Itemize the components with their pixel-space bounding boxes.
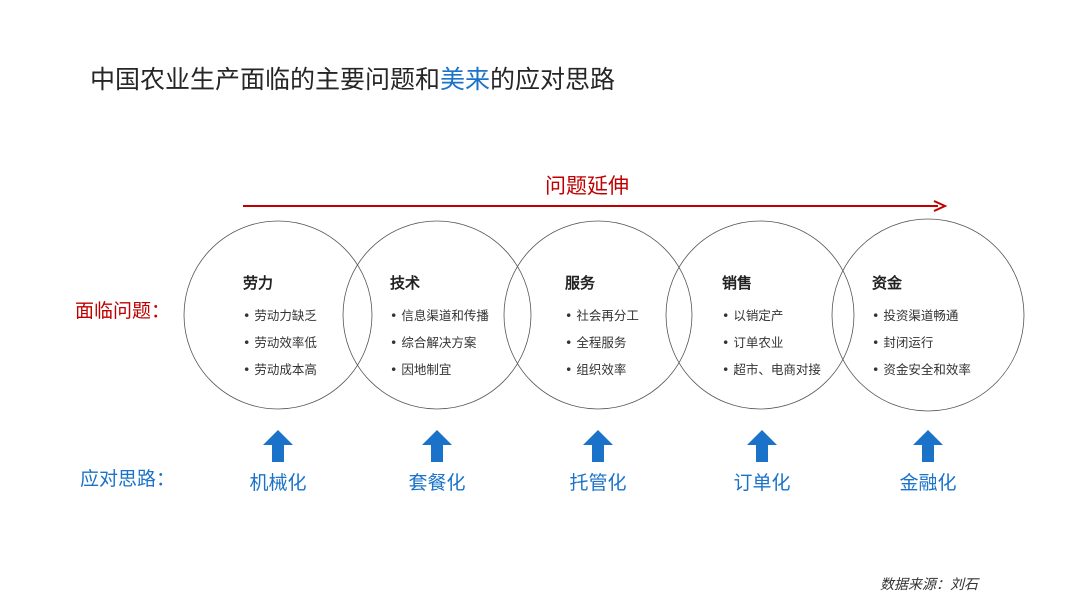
circle-sales xyxy=(665,220,855,410)
title-text: 中国农业生产面临的主要问题和 xyxy=(90,65,441,94)
bullet-text: 劳动力缺乏 xyxy=(254,308,317,323)
bullet-text: 组织效率 xyxy=(576,362,627,377)
bullet-item: • 超市、电商对接 xyxy=(722,362,821,377)
bullet-text: 劳动成本高 xyxy=(254,362,317,377)
solution-label: 订单化 xyxy=(733,472,791,494)
circle-labor xyxy=(183,220,373,410)
circle-heading: 技术 xyxy=(390,274,421,292)
circle-capital xyxy=(831,218,1025,412)
circle-content: 技术 • 信息渠道和传播 • 综合解决方案 • 因地制宜 xyxy=(390,272,580,386)
bullet-item: • 因地制宜 xyxy=(390,362,452,377)
extension-arrowhead-icon xyxy=(933,200,948,212)
bullet-item: • 投资渠道畅通 xyxy=(872,308,959,323)
circle-heading: 劳力 xyxy=(243,274,274,292)
title-text-end: 的应对思路 xyxy=(490,65,616,94)
bullet-item: • 劳动成本高 xyxy=(243,362,317,377)
bullet-item: • 劳动效率低 xyxy=(243,335,317,350)
circle-tech xyxy=(342,220,532,410)
bullet-text: 社会再分工 xyxy=(576,308,639,323)
bullet-text: 订单农业 xyxy=(733,335,784,350)
circle-content: 劳力 • 劳动力缺乏 • 劳动效率低 • 劳动成本高 xyxy=(243,272,433,386)
bullet-text: 封闭运行 xyxy=(883,335,934,350)
bullet-text: 因地制宜 xyxy=(401,362,452,377)
bullet-text: 信息渠道和传播 xyxy=(401,308,489,323)
title-highlight: 美来 xyxy=(440,65,491,94)
slide-title: 中国农业生产面临的主要问题和美来的应对思路 xyxy=(90,60,615,96)
up-arrow-icon xyxy=(747,430,777,462)
solution-label: 托管化 xyxy=(569,472,627,494)
solution: 订单化 xyxy=(702,430,822,495)
bullet-item: • 劳动力缺乏 xyxy=(243,308,317,323)
solution-label: 金融化 xyxy=(899,472,957,494)
up-arrow-icon xyxy=(263,430,293,462)
bullet-text: 全程服务 xyxy=(576,335,627,350)
bullet-item: • 组织效率 xyxy=(565,362,627,377)
up-arrow-icon xyxy=(422,430,452,462)
problems-label: 面临问题： xyxy=(75,300,171,322)
up-arrow-icon xyxy=(913,430,943,462)
circle-content: 服务 • 社会再分工 • 全程服务 • 组织效率 xyxy=(565,272,755,386)
bullet-text: 资金安全和效率 xyxy=(883,362,971,377)
solution-label: 套餐化 xyxy=(408,472,466,494)
bullet-item: • 订单农业 xyxy=(722,335,784,350)
extension-label: 问题延伸 xyxy=(545,174,629,198)
bullet-item: • 综合解决方案 xyxy=(390,335,477,350)
bullet-text: 综合解决方案 xyxy=(401,335,477,350)
circle-heading: 服务 xyxy=(565,274,596,292)
bullet-item: • 全程服务 xyxy=(565,335,627,350)
circle-content: 资金 • 投资渠道畅通 • 封闭运行 • 资金安全和效率 xyxy=(872,272,1062,386)
bullet-text: 投资渠道畅通 xyxy=(883,308,959,323)
bullet-item: • 信息渠道和传播 xyxy=(390,308,489,323)
bullet-item: • 资金安全和效率 xyxy=(872,362,971,377)
solution-label: 机械化 xyxy=(249,472,307,494)
solution: 托管化 xyxy=(538,430,658,495)
up-arrow-icon xyxy=(583,430,613,462)
solutions-label: 应对思路： xyxy=(80,468,176,490)
bullet-text: 超市、电商对接 xyxy=(733,362,821,377)
circle-heading: 资金 xyxy=(872,274,903,292)
solution: 机械化 xyxy=(218,430,338,495)
circle-content: 销售 • 以销定产 • 订单农业 • 超市、电商对接 xyxy=(722,272,912,386)
circle-heading: 销售 xyxy=(722,274,753,292)
bullet-text: 劳动效率低 xyxy=(254,335,317,350)
bullet-item: • 社会再分工 xyxy=(565,308,639,323)
source-note: 数据来源：刘石 xyxy=(880,577,978,593)
circle-service xyxy=(503,220,693,410)
solution: 套餐化 xyxy=(377,430,497,495)
bullet-item: • 以销定产 xyxy=(722,308,784,323)
bullet-item: • 封闭运行 xyxy=(872,335,934,350)
solution: 金融化 xyxy=(868,430,988,495)
bullet-text: 以销定产 xyxy=(733,308,784,323)
